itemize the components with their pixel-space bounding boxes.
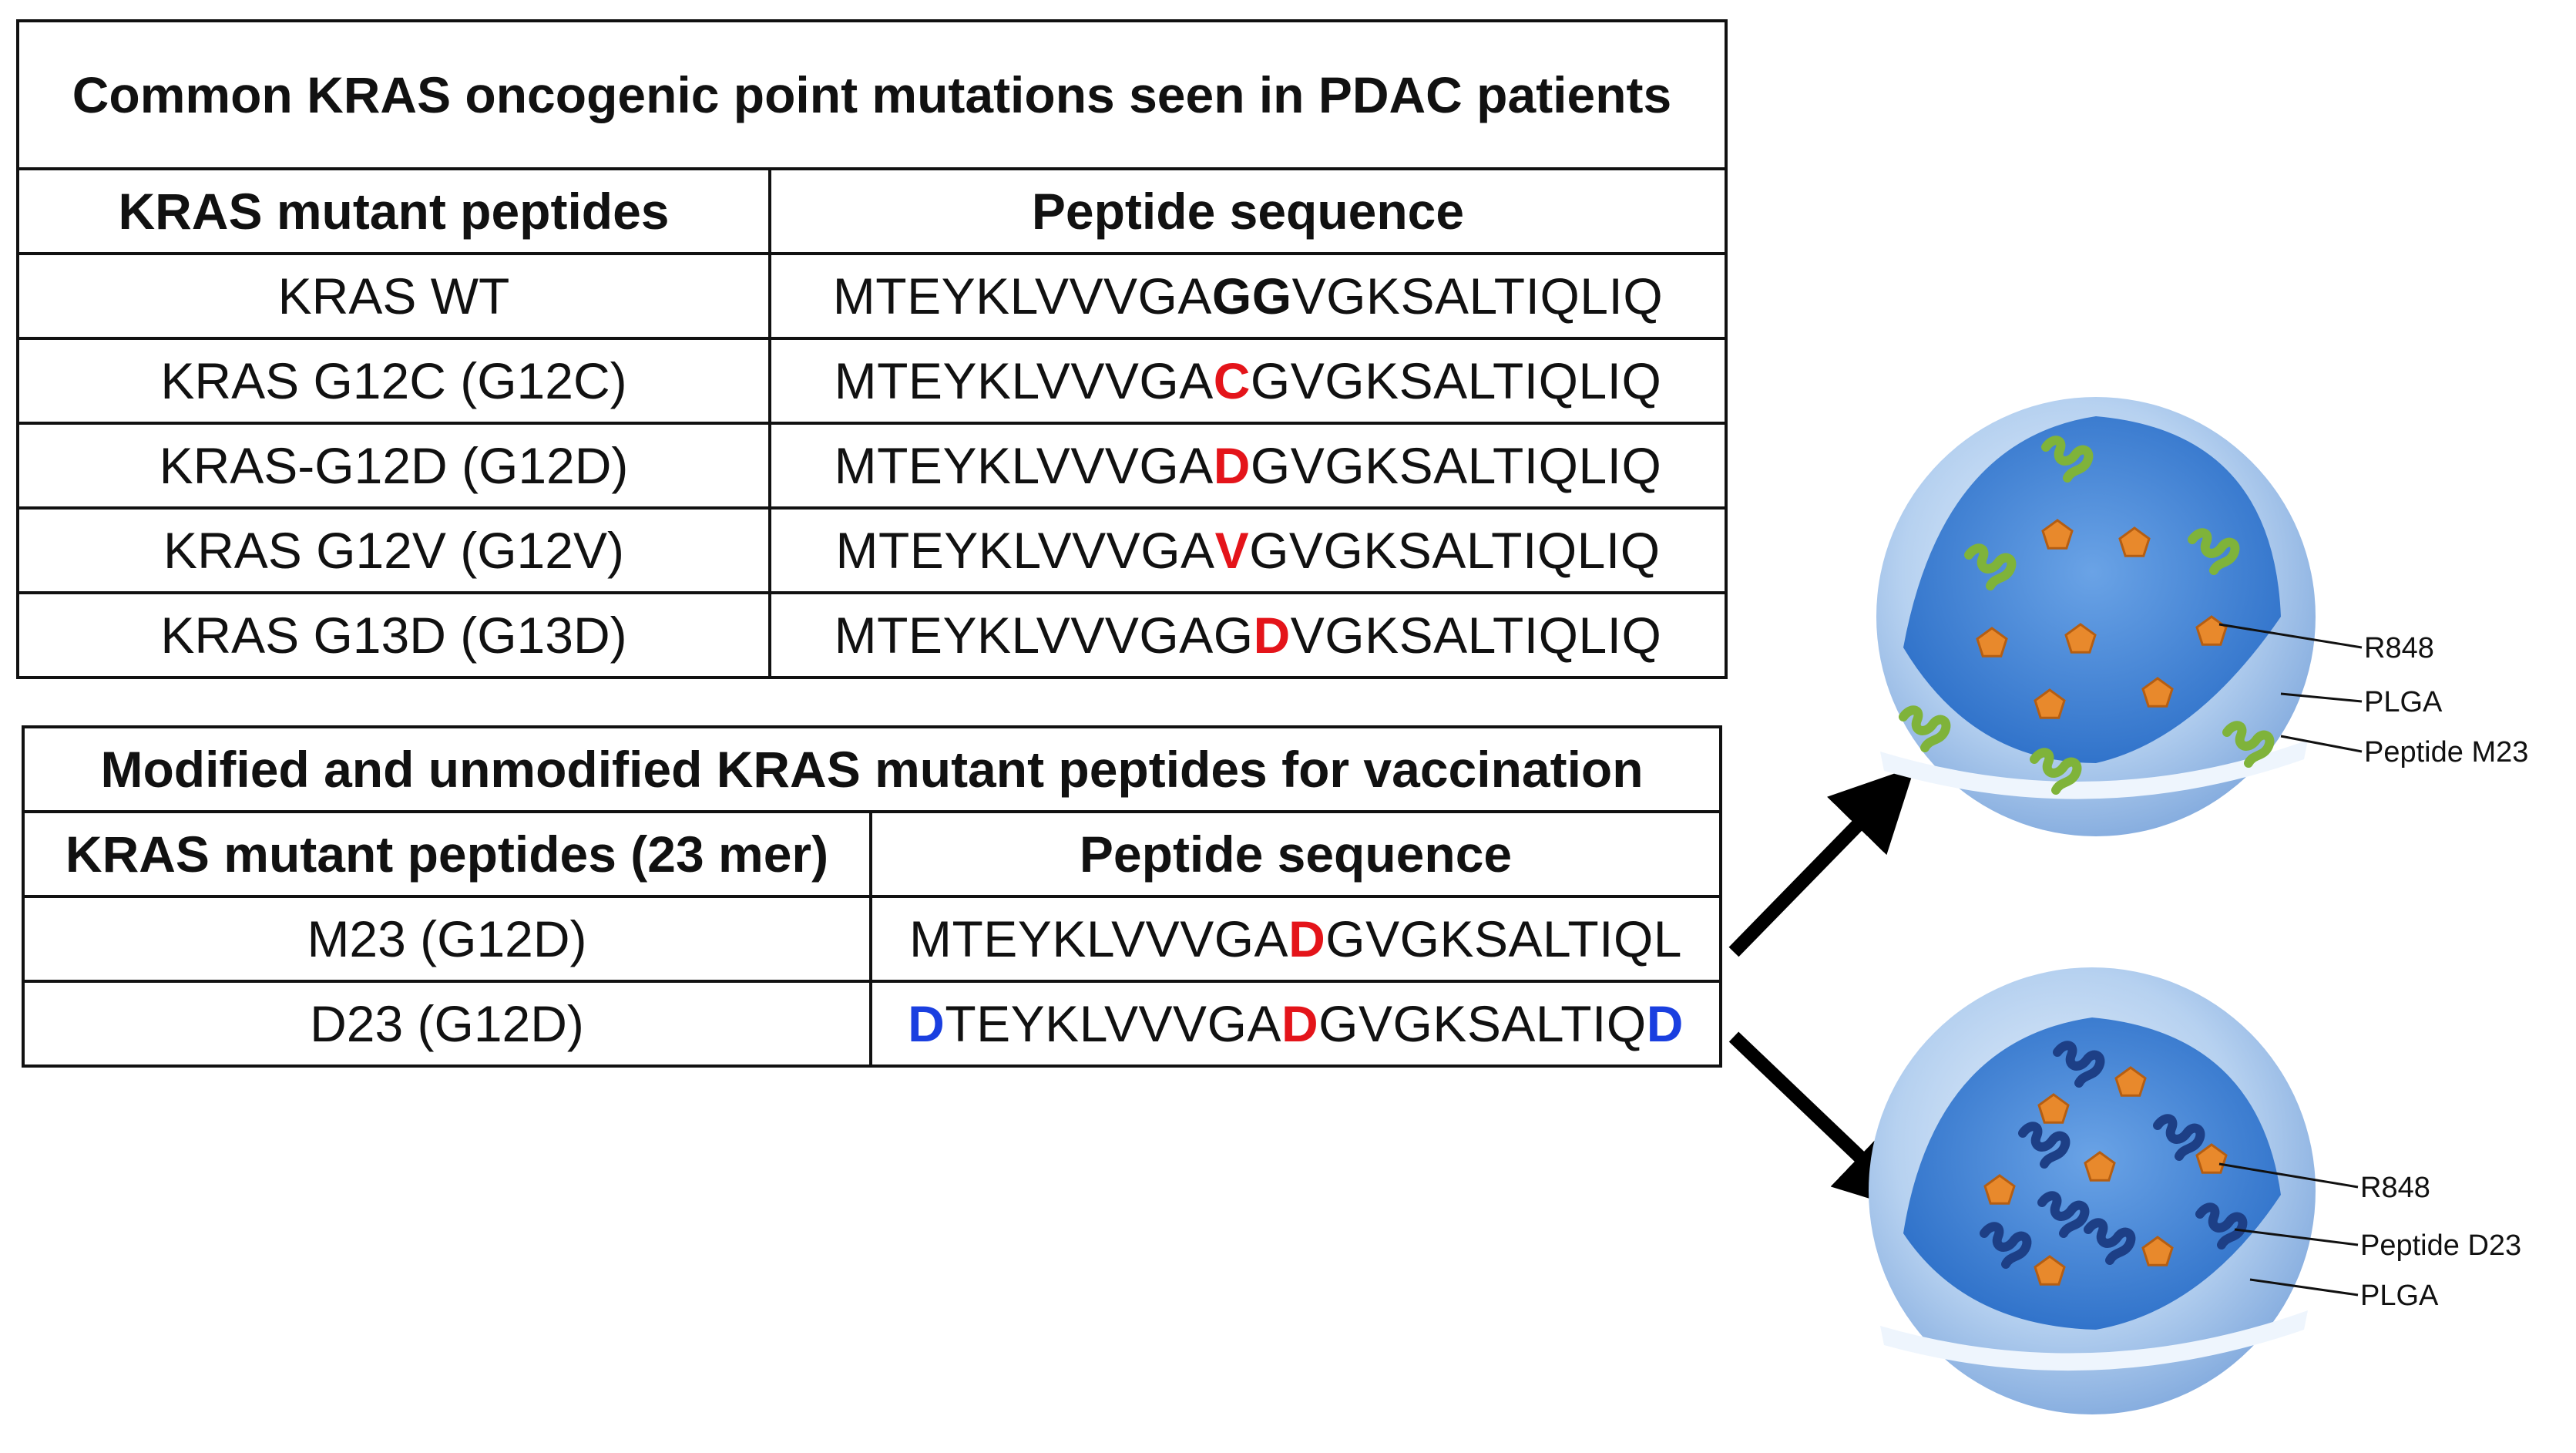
r848-molecule: [2034, 688, 2066, 719]
r848-molecule: [2141, 677, 2174, 708]
table-header-row: KRAS mutant peptides Peptide sequence: [16, 167, 1728, 255]
sequence-segment: MTEYKLVVVGAG: [834, 607, 1254, 664]
sequence-segment: MTEYKLVVVGA: [834, 352, 1214, 409]
column-header-sequence: Peptide sequence: [868, 810, 1723, 898]
peptide-molecule: [2222, 721, 2275, 768]
peptide-molecule: [2188, 528, 2240, 575]
label-r848: R848: [2360, 1172, 2430, 1204]
peptide-molecule: [2195, 1202, 2248, 1250]
table-row: KRAS G13D (G13D)MTEYKLVVVGAGDVGKSALTIQLI…: [16, 591, 1728, 679]
mutation-residue: D: [1288, 910, 1326, 967]
mutation-residue: C: [1213, 352, 1251, 409]
mutation-residue: D: [1281, 995, 1319, 1052]
peptide-molecule: [2018, 1122, 2071, 1169]
r848-molecule: [2041, 519, 2074, 550]
label-plga: PLGA: [2364, 686, 2443, 718]
peptide-name-cell: KRAS G13D (G13D): [16, 591, 771, 679]
table-row: D23 (G12D)DTEYKLVVVGADGVGKSALTIQD: [22, 980, 1723, 1068]
modified-residue: D: [1646, 995, 1684, 1052]
peptide-molecule: [1980, 1222, 2032, 1269]
sequence-segment: VGKSALTIQLIQ: [1290, 607, 1662, 664]
column-header-peptides: KRAS mutant peptides (23 mer): [22, 810, 872, 898]
table-header-row: KRAS mutant peptides (23 mer) Peptide se…: [22, 810, 1723, 898]
r848-molecule: [2141, 1236, 2174, 1266]
sequence-segment: GG: [1211, 267, 1292, 325]
peptide-name-cell: M23 (G12D): [22, 895, 872, 983]
peptide-molecule: [1964, 543, 2017, 590]
r848-molecule: [2064, 623, 2097, 654]
peptide-sequence-cell: DTEYKLVVVGADGVGKSALTIQD: [868, 980, 1723, 1068]
label-peptide-m23: Peptide M23: [2364, 736, 2528, 769]
label-r848: R848: [2364, 632, 2434, 664]
peptide-molecule: [2037, 1191, 2090, 1238]
peptide-molecule: [2153, 1114, 2205, 1161]
r848-molecule: [2037, 1093, 2070, 1124]
r848-molecule: [2118, 526, 2151, 557]
column-header-sequence: Peptide sequence: [768, 167, 1728, 255]
peptide-molecule: [2053, 1041, 2105, 1088]
sequence-segment: GVGKSALTIQLIQ: [1250, 352, 1662, 409]
r848-molecule: [2034, 1255, 2066, 1286]
peptide-sequence-cell: MTEYKLVVVGADGVGKSALTIQL: [868, 895, 1723, 983]
r848-molecule: [2084, 1151, 2116, 1182]
sequence-segment: MTEYKLVVVGA: [834, 437, 1214, 494]
column-header-peptides: KRAS mutant peptides: [16, 167, 771, 255]
sequence-segment: MTEYKLVVVGA: [908, 910, 1289, 967]
label-plga: PLGA: [2360, 1280, 2439, 1312]
table-title: Modified and unmodified KRAS mutant pept…: [21, 725, 1723, 813]
table-title-row: Modified and unmodified KRAS mutant pept…: [21, 725, 1723, 813]
mutation-residue: V: [1214, 522, 1250, 579]
peptide-molecule: [1899, 705, 1951, 752]
r848-molecule: [1983, 1174, 2016, 1205]
peptide-sequence-cell: MTEYKLVVVGACGVGKSALTIQLIQ: [768, 337, 1728, 425]
table-row: M23 (G12D)MTEYKLVVVGADGVGKSALTIQL: [22, 895, 1723, 983]
peptide-molecule: [2084, 1218, 2136, 1265]
peptide-sequence-cell: MTEYKLVVVGAGDVGKSALTIQLIQ: [768, 591, 1728, 679]
peptide-sequence-cell: MTEYKLVVVGAVGVGKSALTIQLIQ: [768, 506, 1728, 594]
sequence-segment: GVGKSALTIQLIQ: [1250, 437, 1662, 494]
peptide-name-cell: D23 (G12D): [22, 980, 872, 1068]
peptide-sequence-cell: MTEYKLVVVGADGVGKSALTIQLIQ: [768, 422, 1728, 510]
r848-molecule: [1976, 627, 2008, 658]
modified-residue: D: [908, 995, 945, 1052]
nanoparticle-d23: R848 Peptide D23 PLGA: [1869, 967, 2521, 1414]
peptide-name-cell: KRAS WT: [16, 252, 771, 340]
r848-molecule: [2195, 1143, 2228, 1174]
sequence-segment: VGKSALTIQLIQ: [1291, 267, 1664, 325]
arrow-to-top-particle: [1728, 766, 1916, 957]
mutation-residue: D: [1213, 437, 1251, 494]
peptide-name-cell: KRAS G12V (G12V): [16, 506, 771, 594]
peptide-molecule: [2041, 436, 2094, 483]
vaccination-peptides-table: Modified and unmodified KRAS mutant pept…: [21, 725, 1723, 1068]
peptide-name-cell: KRAS G12C (G12C): [16, 337, 771, 425]
sequence-segment: TEYKLVVVGA: [945, 995, 1281, 1052]
sequence-segment: GVGKSALTIQ: [1318, 995, 1647, 1052]
table-title-row: Common KRAS oncogenic point mutations se…: [16, 19, 1728, 170]
kras-mutations-table: Common KRAS oncogenic point mutations se…: [16, 19, 1728, 679]
sequence-segment: MTEYKLVVVGA: [835, 522, 1215, 579]
table-row: KRAS-G12D (G12D)MTEYKLVVVGADGVGKSALTIQLI…: [16, 422, 1728, 510]
peptide-molecule: [2030, 748, 2082, 795]
sequence-segment: GVGKSALTIQL: [1325, 910, 1683, 967]
mutation-residue: D: [1253, 607, 1291, 664]
peptide-name-cell: KRAS-G12D (G12D): [16, 422, 771, 510]
table-title: Common KRAS oncogenic point mutations se…: [16, 19, 1728, 170]
sequence-segment: MTEYKLVVVGA: [832, 267, 1212, 325]
label-peptide-d23: Peptide D23: [2360, 1229, 2521, 1262]
r848-molecule: [2114, 1066, 2147, 1097]
table-row: KRAS G12C (G12C)MTEYKLVVVGACGVGKSALTIQLI…: [16, 337, 1728, 425]
sequence-segment: GVGKSALTIQLIQ: [1249, 522, 1661, 579]
nanoparticle-m23: R848 PLGA Peptide M23: [1876, 397, 2528, 836]
table-row: KRAS G12V (G12V)MTEYKLVVVGAVGVGKSALTIQLI…: [16, 506, 1728, 594]
peptide-sequence-cell: MTEYKLVVVGAGGVGKSALTIQLIQ: [768, 252, 1728, 340]
